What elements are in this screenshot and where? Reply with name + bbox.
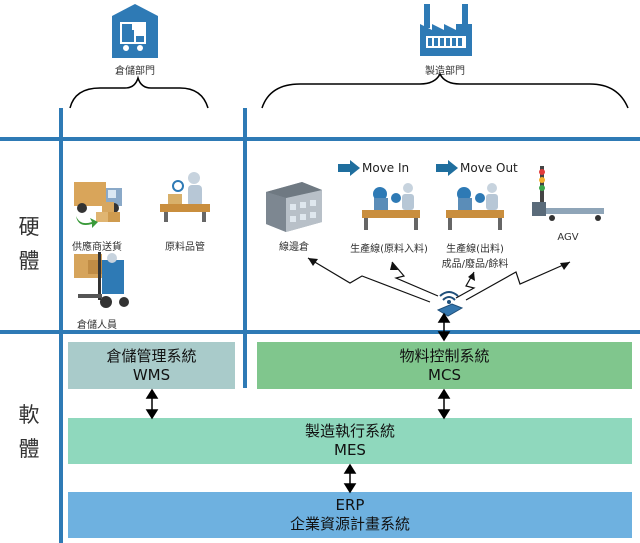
inspection-worker-icon [160,172,210,222]
move-in-arrow-icon [338,160,360,176]
delivery-truck-icon [74,182,122,228]
mes-name: 製造執行系統 [304,422,395,440]
agv-cart-icon [532,166,604,221]
qc-label: 原料品管 [165,242,205,253]
production-line-out-sublabel: 成品/廢品/餘料 [441,259,509,270]
software-layer-label: 軟體 [18,403,40,461]
lineside-warehouse-label: 線邊倉 [279,242,309,253]
warehouse-brace [69,75,209,109]
mes-box[interactable]: 製造執行系統 MES [68,418,632,464]
forklift-worker-icon [74,252,129,308]
top-divider [0,137,640,141]
manufacturing-department: 製造部門 [410,0,480,80]
factory-icon [420,4,472,56]
mcs-box[interactable]: 物料控制系統 MCS [257,342,632,389]
move-out-arrow-icon [436,160,458,176]
manufacturing-department-label: 製造部門 [425,66,465,77]
move-in-tag: Move In [362,161,410,175]
wms-box[interactable]: 倉儲管理系統 WMS [68,342,235,389]
warehouse-department: 倉儲部門 [100,0,170,80]
erp-box[interactable]: ERP 企業資源計畫系統 [68,492,632,538]
supplier-delivery-label: 供應商送貨 [72,242,122,253]
middle-divider [0,330,640,334]
left-vertical-divider [59,108,63,543]
center-vertical-divider [243,108,247,388]
wms-abbr: WMS [132,365,171,384]
move-out-tag: Move Out [460,161,518,175]
warehouse-department-label: 倉儲部門 [115,66,155,77]
mcs-name: 物料控制系統 [399,346,490,365]
production-line-in-label: 生產線(原料入料) [350,244,428,255]
manufacturing-brace [261,72,629,109]
production-line-out-icon [446,183,504,230]
forklift-warehouse-icon [112,4,158,58]
warehouse-staff-label: 倉儲人員 [77,320,117,331]
mcs-abbr: MCS [428,365,461,384]
production-line-in-icon [362,183,420,230]
hardware-layer-label: 硬體 [18,215,40,273]
erp-name: 企業資源計畫系統 [289,515,410,533]
erp-abbr: ERP [335,496,365,514]
production-line-out-label: 生產線(出料) [446,244,504,255]
wms-name: 倉儲管理系統 [106,346,197,365]
building-icon [266,182,322,232]
agv-label: AGV [557,232,579,243]
mes-abbr: MES [334,441,366,459]
